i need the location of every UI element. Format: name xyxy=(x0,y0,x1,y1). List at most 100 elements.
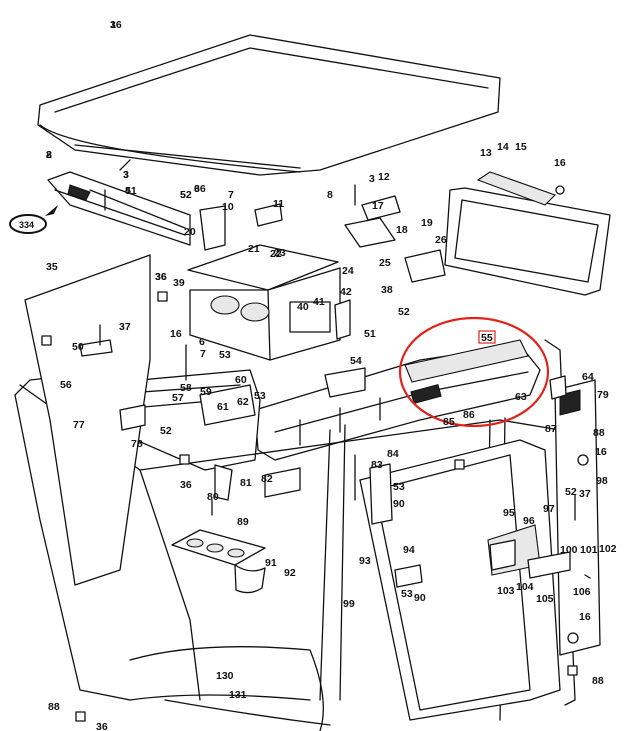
callout-11: 11 xyxy=(273,198,284,210)
callout-36: 36 xyxy=(96,721,108,731)
callout-88: 88 xyxy=(593,427,605,439)
callout-99: 99 xyxy=(343,598,355,610)
highlight-label: 55 xyxy=(481,332,493,344)
callout-52: 52 xyxy=(565,486,577,498)
callout-16: 16 xyxy=(595,446,607,458)
callout-77: 77 xyxy=(73,419,85,431)
callout-52: 52 xyxy=(160,425,172,437)
callout-14: 14 xyxy=(497,141,509,153)
callout-38: 38 xyxy=(381,284,393,296)
highlight-ellipse xyxy=(398,316,550,428)
callout-78: 78 xyxy=(131,438,143,450)
callout-79: 79 xyxy=(597,389,609,401)
instrument-console xyxy=(254,339,541,461)
callout-57: 57 xyxy=(172,392,184,404)
callout-84: 84 xyxy=(387,448,399,460)
callout-104: 104 xyxy=(516,581,534,593)
callout-53: 53 xyxy=(393,481,405,493)
callout-52: 52 xyxy=(180,189,192,201)
roof-panel xyxy=(37,34,501,176)
callout-93: 93 xyxy=(359,555,371,567)
callout-26: 26 xyxy=(435,234,447,246)
callout-82: 82 xyxy=(261,473,273,485)
callout-61: 61 xyxy=(217,401,229,413)
callout-95: 95 xyxy=(503,507,515,519)
callout-3: 3 xyxy=(123,169,129,181)
callout-54: 54 xyxy=(350,355,362,367)
callout-131: 131 xyxy=(229,689,247,701)
right-side-panel xyxy=(554,379,601,656)
cup-tray xyxy=(171,529,266,566)
callout-36: 36 xyxy=(194,183,206,195)
callout-42: 42 xyxy=(340,286,352,298)
callout-40: 40 xyxy=(297,301,309,313)
callout-36: 36 xyxy=(180,479,192,491)
callout-19: 19 xyxy=(421,217,433,229)
callout-105: 105 xyxy=(536,593,554,605)
callout-15: 15 xyxy=(515,141,527,153)
callout-81: 81 xyxy=(240,477,252,489)
callout-21: 21 xyxy=(248,243,260,255)
callout-86: 86 xyxy=(463,409,475,421)
callout-12: 12 xyxy=(378,171,390,183)
callout-64: 64 xyxy=(582,371,594,383)
callout-36: 36 xyxy=(155,271,167,283)
callout-5: 5 xyxy=(180,189,186,201)
callout-97: 97 xyxy=(543,503,555,515)
callout-90: 90 xyxy=(393,498,405,510)
callout-36: 36 xyxy=(110,19,122,31)
callout-16: 16 xyxy=(554,157,566,169)
callout-85: 85 xyxy=(443,416,455,428)
callout-52: 52 xyxy=(398,306,410,318)
callout-16: 16 xyxy=(579,611,591,623)
callout-25: 25 xyxy=(379,257,391,269)
callout-18: 18 xyxy=(396,224,408,236)
callout-16: 16 xyxy=(170,328,182,340)
callout-83: 83 xyxy=(371,459,383,471)
highlight-label-box xyxy=(478,330,496,344)
callout-80: 80 xyxy=(207,491,219,503)
callout-36: 36 xyxy=(155,271,167,283)
ref-badge: 334 xyxy=(9,205,58,234)
callout-58: 58 xyxy=(180,382,192,394)
callout-91: 91 xyxy=(265,557,277,569)
callout-51: 51 xyxy=(364,328,376,340)
callout-50: 50 xyxy=(72,341,84,353)
callout-8: 8 xyxy=(327,189,333,201)
callout-101: 101 xyxy=(580,544,598,556)
callout-98: 98 xyxy=(596,475,608,487)
callout-39: 39 xyxy=(173,277,185,289)
callout-6: 6 xyxy=(199,336,205,348)
callout-35: 35 xyxy=(46,261,58,273)
callout-130: 130 xyxy=(216,670,234,682)
callout-103: 103 xyxy=(497,585,515,597)
callout-100: 100 xyxy=(560,544,578,556)
callout-2: 2 xyxy=(46,149,52,161)
left-window-panel xyxy=(24,254,151,586)
callout-102: 102 xyxy=(599,543,617,555)
rear-window xyxy=(444,171,611,296)
hardware-parts xyxy=(41,159,591,722)
filter-panel xyxy=(187,244,339,291)
callout-17: 17 xyxy=(372,200,384,212)
callout-23: 23 xyxy=(274,247,286,259)
callout-37: 37 xyxy=(579,488,591,500)
callout-51: 51 xyxy=(125,185,137,197)
callout-56: 56 xyxy=(60,379,72,391)
callout-89: 89 xyxy=(237,516,249,528)
callout-63: 63 xyxy=(515,391,527,403)
callout-62: 62 xyxy=(237,396,249,408)
callout-8: 8 xyxy=(46,149,52,161)
callout-94: 94 xyxy=(403,544,415,556)
callout-10: 10 xyxy=(222,201,234,213)
callout-7: 7 xyxy=(200,348,206,360)
callout-88: 88 xyxy=(48,701,60,713)
callout-53: 53 xyxy=(254,390,266,402)
callout-20: 20 xyxy=(184,226,196,238)
callout-88: 88 xyxy=(592,675,604,687)
callout-1: 1 xyxy=(110,19,116,31)
callout-96: 96 xyxy=(523,515,535,527)
